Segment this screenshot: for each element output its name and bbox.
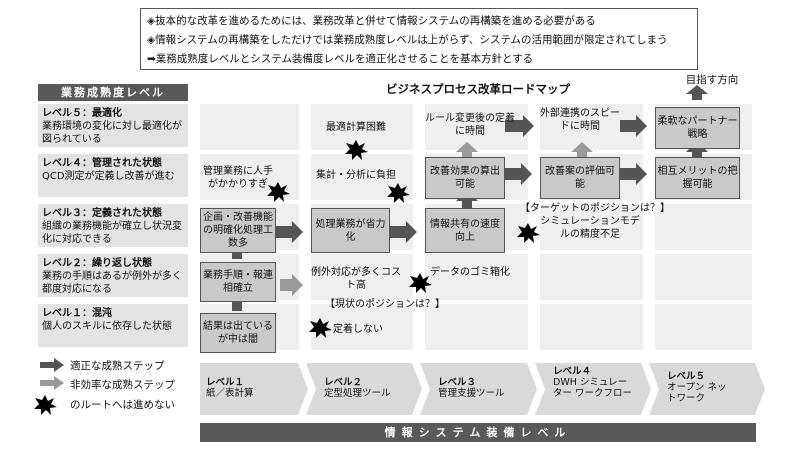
level-3-desc: 組織の業務機能が確立し状況変化に対応できる <box>42 221 182 245</box>
box-l4-mutual: 相互メリットの把握可能 <box>655 157 740 199</box>
box-l3-planning: 企画・改善機能の明確化処理工数多 <box>200 208 276 253</box>
text-l4-aggregate: 集計・分析に負担 <box>316 170 396 181</box>
box-l4-eval: 改善案の評価可能 <box>540 157 620 199</box>
arrow-up-share-effect <box>456 190 478 209</box>
note-1: ◈抜本的な改革を進めるためには、業務改革と併せて情報システムの再構築を進める必要… <box>147 15 596 27</box>
chevron-5 <box>649 363 765 415</box>
inefficient-arrow-effect-up <box>456 142 478 160</box>
arrow-external-to-flex <box>620 115 647 137</box>
level-2-title: レベル２：繰り返し状態 <box>42 258 152 269</box>
grid-cell <box>540 204 643 250</box>
arrow-up-mutual-flex <box>686 141 708 161</box>
box-l4-effect: 改善効果の算出可能 <box>425 157 505 199</box>
current-position: 【現状のポジションは？】 <box>325 299 445 310</box>
arrow-rule-to-external <box>505 115 534 137</box>
maturity-level-3: レベル３：定義された状態組織の業務機能が確立し状況変化に対応できる <box>38 204 188 247</box>
direction-label: 目指す方向 <box>685 74 739 86</box>
arrow-up-direction <box>686 85 708 100</box>
chevron-4 <box>535 363 651 415</box>
text-l2-exception: 例外対応が多くコスト高 <box>311 267 401 291</box>
arrow-labor-to-share <box>390 221 417 243</box>
inefficient-arrow-eval-up <box>571 142 593 160</box>
legend-proper-arrow-icon <box>40 358 64 372</box>
system-level-3-desc: 管理支援ツール <box>438 388 505 399</box>
level-1-desc: 個人のスキルに依存した状態 <box>42 321 172 332</box>
system-level-1-title: レベル１ <box>206 377 245 388</box>
policy-notes: ◈抜本的な改革を進めるためには、業務改革と併せて情報システムの再構築を進める必要… <box>140 8 698 70</box>
text-l2-data: データのゴミ箱化 <box>430 267 510 278</box>
system-level-1-desc: 紙／表計算 <box>206 388 254 399</box>
maturity-level-5: レベル５：最適化業務環境の変化に対し最適化が図られている <box>38 104 188 147</box>
box-l1-result: 結果は出ているが中は闇 <box>200 313 276 353</box>
level-4-title: レベル４：管理された状態 <box>42 158 162 169</box>
level-5-title: レベル５：最適化 <box>42 108 122 119</box>
text-l3-sim: シミュレーションモデルの精度不足 <box>540 216 640 240</box>
grid-cell <box>655 304 752 350</box>
text-l5-rule: ルール変更後の定着に時間 <box>425 113 515 137</box>
system-level-5-desc: オープン ネットワーク <box>667 382 727 404</box>
target-position: 【ターゲットのポジションは？】 <box>520 203 670 214</box>
system-level-3-title: レベル３ <box>438 377 477 388</box>
arrow-l3-to-labor <box>276 221 303 243</box>
text-l5-optcalc: 最適計算困難 <box>326 122 386 133</box>
arrow-eval-to-mutual <box>620 163 647 185</box>
box-l5-flex: 柔軟なパートナー戦略 <box>655 107 740 149</box>
system-level-title: 情報システム装備レベル <box>200 423 756 442</box>
box-l3-share: 情報共有の速度向上 <box>425 208 505 253</box>
maturity-level-1: レベル１：混沌個人のスキルに依存した状態 <box>38 304 188 347</box>
text-l1-nofix: 定着しない <box>333 324 383 335</box>
system-level-4-title: レベル４ <box>553 366 592 377</box>
level-1-title: レベル１：混沌 <box>42 308 112 319</box>
legend-arrows <box>40 358 64 390</box>
chevron-1 <box>200 363 308 415</box>
maturity-level-4: レベル４：管理された状態 QCD測定が定義し改善が進む <box>38 154 188 197</box>
system-level-5-title: レベル５ <box>667 371 706 382</box>
arrow-effect-to-eval <box>505 163 532 185</box>
system-level-2-title: レベル２ <box>324 377 363 388</box>
grid-cell <box>200 104 299 150</box>
level-3-title: レベル３：定義された状態 <box>42 208 162 219</box>
grid-cell <box>311 254 413 300</box>
system-level-4-desc: DWH シミュレーター ワークフロー <box>553 377 633 399</box>
legend-inefficient-arrow-icon <box>40 376 64 390</box>
inefficient-arrow-l2-right <box>280 274 303 296</box>
box-l2-procedure: 業務手順・報連相確立 <box>200 262 276 302</box>
legend-blocked: のルートへは進めない <box>70 399 175 411</box>
note-3: ➡業務成熟度レベルとシステム装備度レベルを適正化させることを基本方針とする <box>147 53 534 65</box>
level-5-desc: 業務環境の変化に対し最適化が図られている <box>42 121 182 145</box>
maturity-level-title: 業務成熟度レベル <box>38 84 188 101</box>
level-2-desc: 業務の手順はあるが例外が多く都度対応になる <box>42 271 182 295</box>
box-l3-labor: 処理業務が省力化 <box>311 208 390 253</box>
note-2: ◈情報システムの再構築をしただけでは業務成熟度レベルは上がらず、システムの活用範… <box>147 34 668 46</box>
grid-cell <box>655 204 752 250</box>
grid-cell <box>655 254 752 300</box>
grid-cell <box>425 304 528 350</box>
system-level-2-desc: 定型処理ツール <box>324 388 391 399</box>
legend-proper: 適正な成熟ステップ <box>70 360 165 372</box>
roadmap-title: ビジネスプロセス改革ロードマップ <box>386 82 570 96</box>
grid-cell <box>540 304 643 350</box>
maturity-level-2: レベル２：繰り返し状態業務の手順はあるが例外が多く都度対応になる <box>38 254 188 297</box>
chevron-2 <box>306 363 422 415</box>
grid-cell <box>425 254 528 300</box>
text-l5-external: 外部連携のスピードに時間 <box>540 108 620 132</box>
grid-cell <box>540 254 643 300</box>
chevron-3 <box>420 363 537 415</box>
legend-inefficient: 非効率な成熟ステップ <box>70 379 175 391</box>
text-l4-mgmt: 管理業務に人手がかかりすぎ <box>203 166 273 190</box>
level-4-desc: QCD測定が定義し改善が進む <box>42 171 175 182</box>
